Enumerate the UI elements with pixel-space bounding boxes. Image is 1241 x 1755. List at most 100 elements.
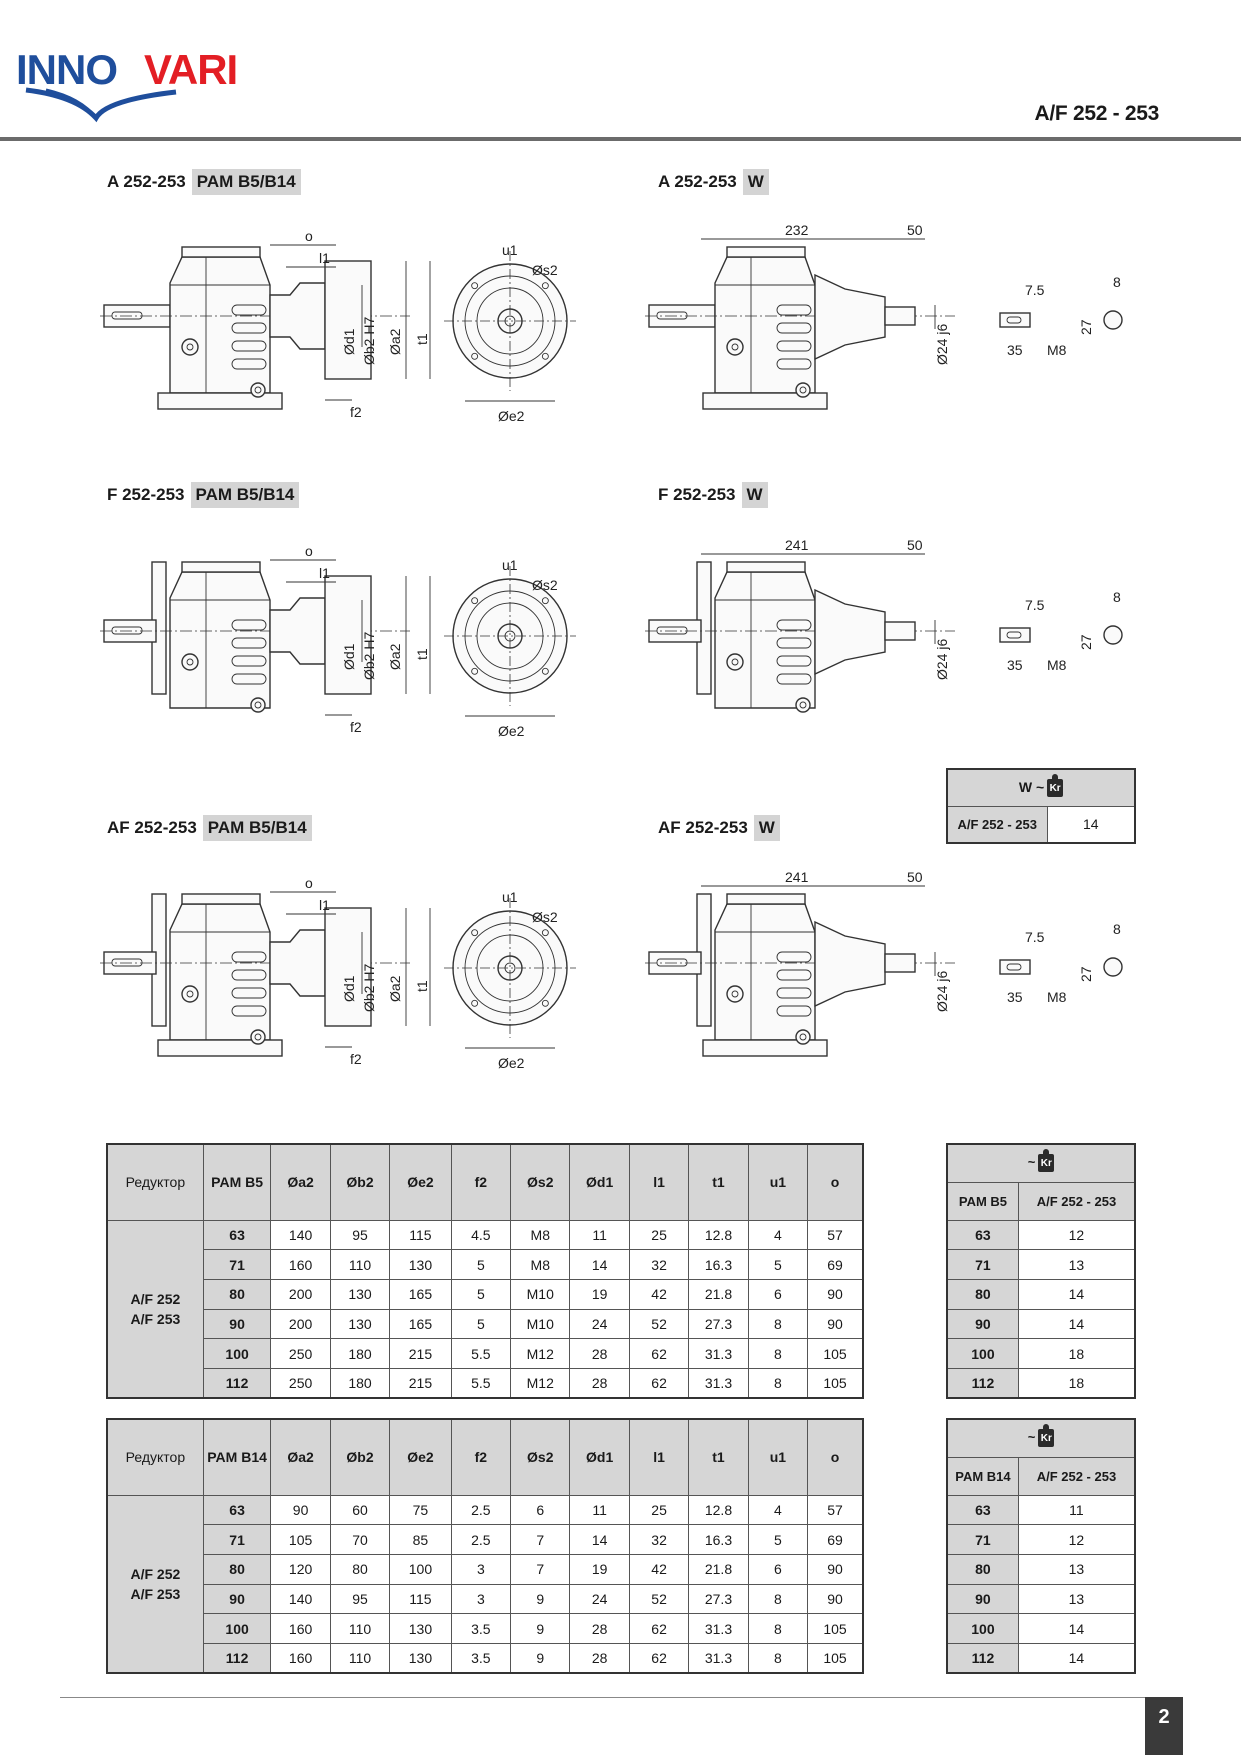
table-cell: M8 <box>510 1219 571 1251</box>
table-cell: 115 <box>389 1219 452 1251</box>
table-cell: 4.5 <box>450 1219 512 1251</box>
dim-d1: Ød1 <box>341 328 357 355</box>
table-cell: 215 <box>389 1367 452 1399</box>
table-cell: 105 <box>807 1642 864 1674</box>
table-cell: 14 <box>1017 1278 1136 1310</box>
table-cell: 31.3 <box>688 1642 749 1674</box>
table-cell: 5 <box>450 1308 512 1340</box>
table-cell: 105 <box>270 1524 331 1555</box>
table-cell: 7 <box>510 1524 571 1555</box>
table-cell: 8 <box>747 1338 809 1369</box>
column-header: t1 <box>688 1143 749 1221</box>
mounting-feet <box>702 1039 828 1057</box>
table-cell: 28 <box>569 1338 630 1369</box>
table-cell: 115 <box>389 1583 452 1615</box>
table-cell: 160 <box>270 1249 331 1280</box>
mounting-feet <box>702 392 828 410</box>
dim-d1: Ød1 <box>341 643 357 670</box>
dim-key-35: 35 <box>1007 657 1023 673</box>
gearbox-body <box>169 256 271 394</box>
table-cell: 250 <box>270 1367 331 1399</box>
table-cell: 90 <box>946 1583 1019 1615</box>
key-detail <box>999 627 1031 643</box>
table-cell: 90 <box>202 1583 272 1615</box>
table-cell: 80 <box>202 1278 272 1310</box>
motor-adapter <box>269 597 326 665</box>
table-cell: 31.3 <box>688 1367 749 1399</box>
table-cell: 3 <box>450 1553 512 1585</box>
table-cell: 18 <box>1017 1338 1136 1369</box>
column-header: o <box>807 1418 864 1496</box>
pam-flange <box>324 260 372 380</box>
table-cell: 32 <box>628 1524 690 1555</box>
table-cell: 14 <box>1017 1642 1136 1674</box>
table-cell: 42 <box>628 1553 690 1585</box>
table-cell: 21.8 <box>688 1553 749 1585</box>
table-cell: 5 <box>450 1278 512 1310</box>
table-cell: 31.3 <box>688 1613 749 1644</box>
table-cell: 80 <box>202 1553 272 1585</box>
column-header: u1 <box>747 1418 809 1496</box>
gearbox-body <box>714 903 816 1041</box>
gearbox-body <box>714 571 816 709</box>
dim-key-27: 27 <box>1078 966 1094 982</box>
table-cell: 9 <box>510 1642 571 1674</box>
table-cell: 100 <box>202 1613 272 1644</box>
pam-flange <box>324 907 372 1027</box>
input-housing <box>814 920 886 1008</box>
table-cell: 57 <box>807 1219 864 1251</box>
table-cell: 105 <box>807 1367 864 1399</box>
table-cell: 71 <box>946 1249 1019 1280</box>
dim-w-length: 241 <box>785 872 809 885</box>
table-cell: 80 <box>329 1553 391 1585</box>
dim-u1: u1 <box>502 557 518 573</box>
table-cell: 6 <box>747 1553 809 1585</box>
dim-key-8: 8 <box>1113 921 1121 937</box>
dim-o: o <box>305 543 313 559</box>
table-cell: 140 <box>270 1583 331 1615</box>
column-header: u1 <box>747 1143 809 1221</box>
gearbox-body <box>169 903 271 1041</box>
table-cell: 16.3 <box>688 1524 749 1555</box>
page-title: A/F 252 - 253 <box>1034 102 1160 125</box>
table-cell: 3 <box>450 1583 512 1615</box>
table-cell: 140 <box>270 1219 331 1251</box>
dim-key-7-5: 7.5 <box>1025 282 1045 298</box>
logo-text-vari: VARI <box>144 48 237 93</box>
dim-shaft: Ø24 j6 <box>934 324 950 365</box>
dim-key-35: 35 <box>1007 342 1023 358</box>
dim-s2: Øs2 <box>532 262 558 278</box>
w-weight-header: W ~Kr <box>946 768 1136 807</box>
table-cell: 130 <box>329 1308 391 1340</box>
table-cell: 52 <box>628 1583 690 1615</box>
table-cell: 27.3 <box>688 1583 749 1615</box>
table-cell: 85 <box>389 1524 452 1555</box>
column-header: PAM B14 <box>946 1456 1019 1496</box>
table-cell: 12.8 <box>688 1494 749 1526</box>
table-cell: M12 <box>510 1338 571 1369</box>
key-detail <box>999 959 1031 975</box>
table-cell: 95 <box>329 1583 391 1615</box>
table-cell: 90 <box>202 1308 272 1340</box>
dim-b2: Øb2 H7 <box>361 317 377 365</box>
innovari-logo: INNO VARI <box>16 46 256 124</box>
dim-u1: u1 <box>502 889 518 905</box>
table-cell: 90 <box>807 1278 864 1310</box>
